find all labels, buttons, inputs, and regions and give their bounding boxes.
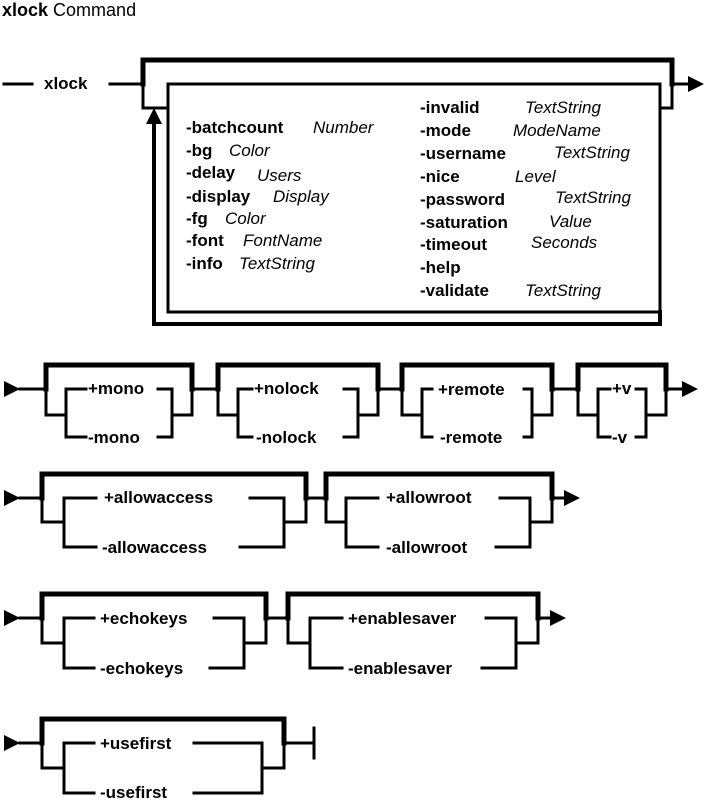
toggle-mono-minus: -mono (88, 428, 140, 447)
opt-font-arg: FontName (243, 231, 323, 250)
opt-invalid-arg: TextString (525, 98, 601, 117)
toggle-allowroot-plus: +allowroot (386, 488, 472, 507)
opt-invalid-flag: -invalid (420, 98, 480, 117)
row-4-lines (4, 591, 566, 670)
title-word: Command (53, 0, 137, 20)
opt-validate-arg: TextString (525, 281, 601, 300)
opt-display-arg: Display (273, 187, 329, 206)
opt-validate-flag: -validate (420, 281, 489, 300)
toggle-enablesaver-plus: +enablesaver (348, 609, 457, 628)
row-5-lines (4, 716, 316, 795)
opt-bg-flag: -bg (186, 141, 213, 160)
toggle-remote-plus: +remote (438, 380, 505, 399)
opt-help-flag: -help (420, 258, 461, 277)
opt-font-flag: -font (186, 231, 224, 250)
opt-batchcount-flag: -batchcount (186, 118, 284, 137)
opt-mode-flag: -mode (420, 121, 471, 140)
opt-bg-arg: Color (229, 141, 270, 160)
opt-username-arg: TextString (554, 143, 630, 162)
title-command: xlock (2, 0, 49, 20)
main-line (2, 57, 704, 326)
opt-nice-flag: -nice (420, 167, 460, 186)
toggle-nolock-minus: -nolock (256, 428, 317, 447)
row-2-lines (4, 362, 698, 439)
opt-password-flag: -password (420, 190, 506, 209)
opt-mode-arg: ModeName (513, 121, 601, 140)
opt-nice-arg: Level (515, 167, 556, 186)
opt-fg-arg: Color (225, 209, 266, 228)
opt-display-flag: -display (186, 187, 251, 206)
toggle-allowaccess-plus: +allowaccess (104, 488, 214, 507)
page-title: xlock Command (2, 0, 136, 21)
opt-info-flag: -info (186, 254, 223, 273)
arrow-right-icon (688, 76, 704, 92)
opt-info-arg: TextString (239, 254, 315, 273)
opt-fg-flag: -fg (186, 209, 208, 228)
toggle-mono-plus: +mono (88, 379, 145, 398)
opt-delay-arg: Users (257, 166, 302, 185)
command-name: xlock (44, 74, 88, 93)
opt-timeout-arg: Seconds (531, 233, 598, 252)
toggle-usefirst-minus: -usefirst (100, 783, 168, 802)
toggle-allowaccess-minus: -allowaccess (102, 538, 207, 557)
opt-saturation-arg: Value (549, 212, 592, 231)
arrow-right-icon (682, 381, 698, 397)
opt-batchcount-arg: Number (313, 118, 374, 137)
toggle-v-plus: +v (612, 379, 632, 398)
arrow-start-icon (4, 610, 20, 626)
arrow-start-icon (4, 490, 20, 506)
opt-saturation-flag: -saturation (420, 213, 508, 232)
opt-delay-flag: -delay (186, 163, 236, 182)
toggle-echokeys-minus: -echokeys (100, 659, 184, 678)
opt-username-flag: -username (420, 144, 506, 163)
opt-timeout-flag: -timeout (420, 235, 488, 254)
toggle-v-minus: -v (612, 428, 628, 447)
arrow-right-icon (550, 610, 566, 626)
opt-password-arg: TextString (555, 188, 631, 207)
toggle-remote-minus: -remote (440, 428, 503, 447)
toggle-allowroot-minus: -allowroot (386, 538, 468, 557)
toggle-enablesaver-minus: -enablesaver (348, 659, 452, 678)
arrow-start-icon (4, 735, 20, 751)
row-3-lines (4, 471, 580, 549)
toggle-nolock-plus: +nolock (254, 379, 319, 398)
toggle-echokeys-plus: +echokeys (100, 609, 188, 628)
arrow-start-icon (4, 381, 20, 397)
toggle-usefirst-plus: +usefirst (100, 734, 172, 753)
arrow-right-icon (564, 490, 580, 506)
arrow-up-icon (146, 108, 162, 124)
